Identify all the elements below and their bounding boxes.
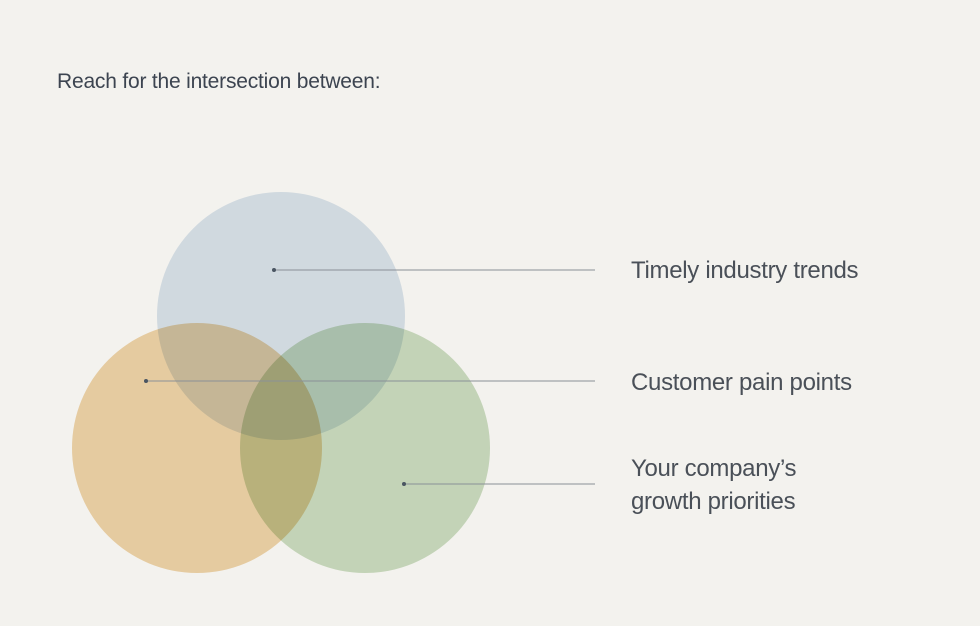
connector-dot-growth [402,482,406,486]
label-customer-pain-points: Customer pain points [631,369,852,396]
label-growth-line1: Your company’s [631,455,797,482]
circle-growth-priorities [240,323,490,573]
page-title: Reach for the intersection between: [57,70,381,93]
label-growth-line2: growth priorities [631,488,796,515]
label-industry-trends: Timely industry trends [631,257,859,284]
label-growth-priorities: Your company’s growth priorities [631,452,797,518]
connector-dot-pain-points [144,379,148,383]
connector-dot-trends [272,268,276,272]
